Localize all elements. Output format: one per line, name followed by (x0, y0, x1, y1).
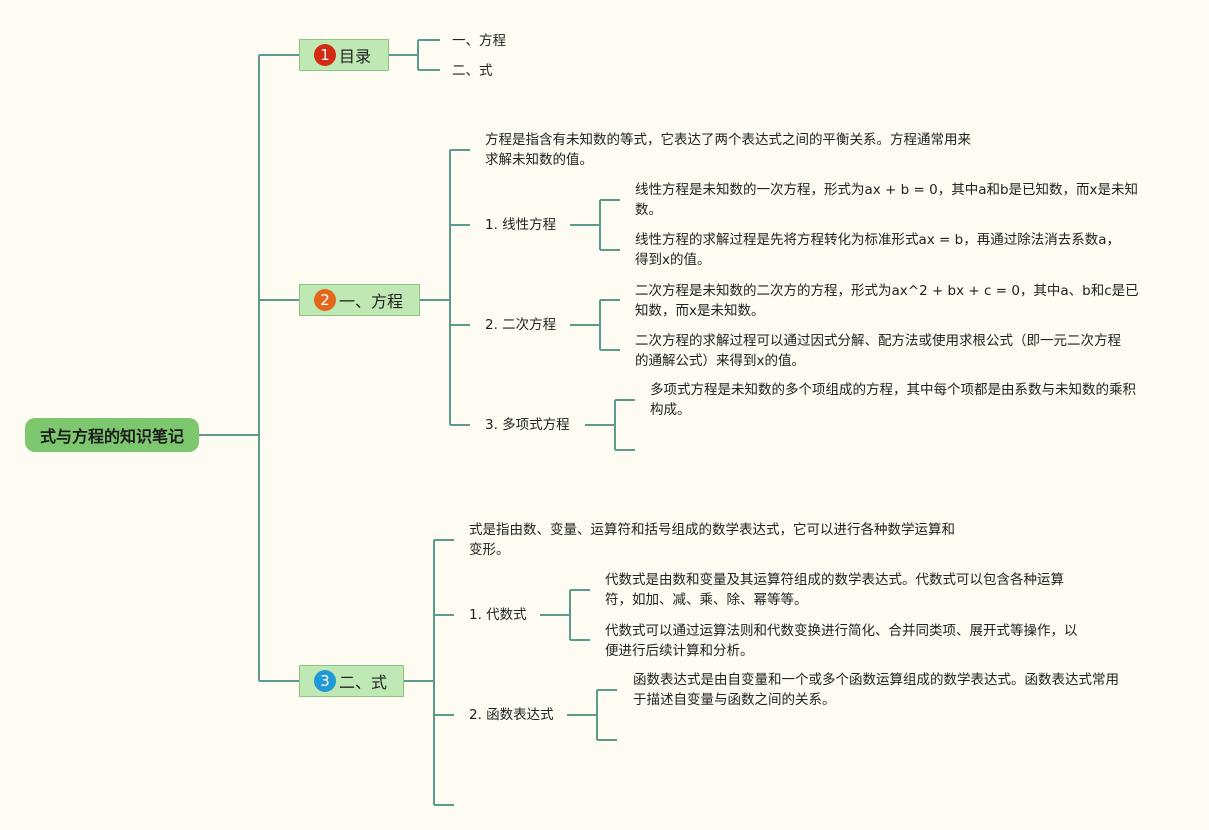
topic-label: 一、方程 (339, 292, 404, 311)
toc-item[interactable]: 二、式 (452, 63, 493, 79)
expression-definition[interactable]: 式是指由数、变量、运算符和括号组成的数学表达式，它可以进行各种数学运算和变形。 (469, 522, 955, 558)
note[interactable]: 线性方程是未知数的一次方程，形式为ax + b = 0，其中a和b是已知数，而x… (635, 182, 1139, 218)
root-label: 式与方程的知识笔记 (39, 427, 184, 446)
topic-expression[interactable]: 3 二、式 (299, 665, 404, 697)
note[interactable]: 函数表达式是由自变量和一个或多个函数运算组成的数学表达式。函数表达式常用于描述自… (633, 672, 1119, 708)
number-1-icon: 1 (314, 44, 336, 66)
toc-item[interactable]: 一、方程 (452, 33, 506, 49)
topic-label: 目录 (339, 47, 372, 66)
note[interactable]: 线性方程的求解过程是先将方程转化为标准形式ax = b，再通过除法消去系数a，得… (635, 232, 1120, 268)
topic-equation[interactable]: 2 一、方程 (299, 284, 420, 316)
topic-label: 二、式 (339, 673, 388, 692)
subtopic-polynomial[interactable]: 3. 多项式方程 (485, 417, 570, 433)
number-2-icon: 2 (314, 289, 336, 311)
subtopic-quadratic[interactable]: 2. 二次方程 (485, 317, 557, 333)
root-topic[interactable]: 式与方程的知识笔记 (25, 418, 199, 452)
note[interactable]: 代数式是由数和变量及其运算符组成的数学表达式。代数式可以包含各种运算符，如加、减… (605, 572, 1064, 608)
note[interactable]: 二次方程是未知数的二次方的方程，形式为ax^2 + bx + c = 0，其中a… (635, 283, 1139, 319)
equation-definition[interactable]: 方程是指含有未知数的等式，它表达了两个表达式之间的平衡关系。方程通常用来求解未知… (485, 132, 971, 168)
note[interactable]: 二次方程的求解过程可以通过因式分解、配方法或使用求根公式（即一元二次方程的通解公… (635, 333, 1121, 369)
topic-toc[interactable]: 1 目录 (299, 39, 389, 71)
number-3-icon: 3 (314, 670, 336, 692)
subtopic-linear[interactable]: 1. 线性方程 (485, 217, 557, 233)
subtopic-function[interactable]: 2. 函数表达式 (469, 707, 554, 723)
subtopic-algebraic[interactable]: 1. 代数式 (469, 607, 527, 623)
note[interactable]: 多项式方程是未知数的多个项组成的方程，其中每个项都是由系数与未知数的乘积构成。 (650, 382, 1136, 418)
note[interactable]: 代数式可以通过运算法则和代数变换进行简化、合并同类项、展开式等操作，以便进行后续… (605, 623, 1078, 659)
